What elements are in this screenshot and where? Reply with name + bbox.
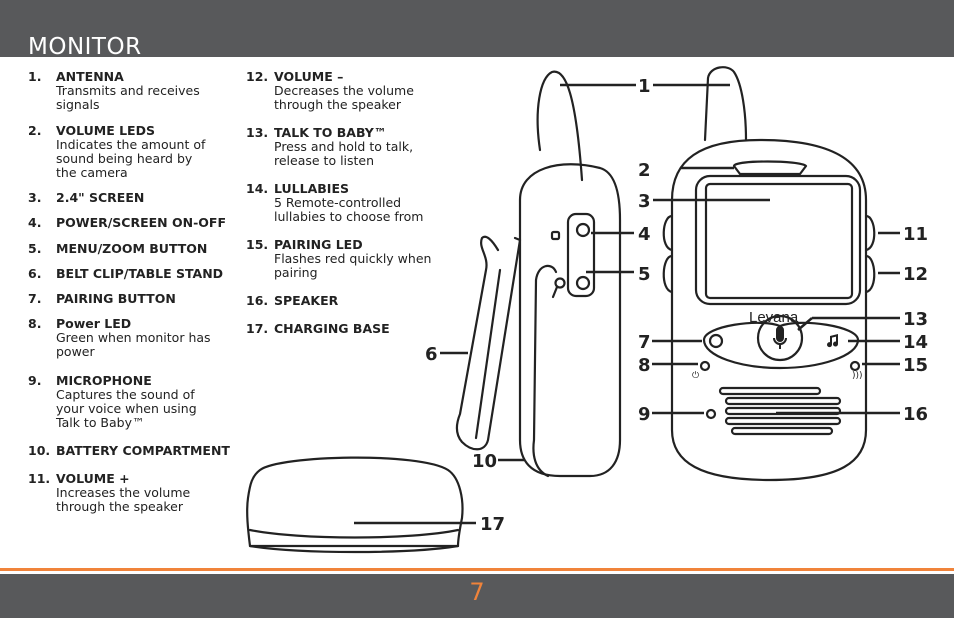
callout-16: 16 <box>903 404 928 425</box>
callout-2: 2 <box>638 160 651 181</box>
item-title: ANTENNA <box>56 69 124 84</box>
item-description: Decreases the volume through the speaker <box>274 83 414 112</box>
item-number: 13. <box>246 125 269 140</box>
callout-6: 6 <box>425 344 438 365</box>
item-title: BATTERY COMPARTMENT <box>56 443 230 458</box>
item-title: MICROPHONE <box>56 373 152 388</box>
item-number: 1. <box>28 69 42 84</box>
side-led-small <box>550 230 561 241</box>
item-number: 8. <box>28 316 42 331</box>
speaker-grille <box>718 386 842 436</box>
item-number: 5. <box>28 241 42 256</box>
volume-minus-button <box>864 254 876 294</box>
item-description: Increases the volume through the speaker <box>56 485 191 514</box>
side-button-panel <box>566 212 596 298</box>
signal-icon: ))) <box>852 371 863 381</box>
callout-14: 14 <box>903 332 928 353</box>
item-title: MENU/ZOOM BUTTON <box>56 241 208 256</box>
item-title: LULLABIES <box>274 181 349 196</box>
callout-10: 10 <box>472 451 497 472</box>
item-title: TALK TO BABY™ <box>274 125 387 140</box>
item-description: Press and hold to talk, release to liste… <box>274 139 414 168</box>
item-title: VOLUME LEDS <box>56 123 155 138</box>
footer-divider <box>0 568 954 571</box>
item-description: Flashes red quickly when pairing <box>274 251 432 280</box>
section-title: MONITOR <box>28 34 142 60</box>
callout-1: 1 <box>638 76 651 97</box>
power-led <box>699 360 711 372</box>
page-footer: 7 <box>0 574 954 618</box>
item-title: VOLUME – <box>274 69 344 84</box>
item-number: 2. <box>28 123 42 138</box>
item-number: 17. <box>246 321 269 336</box>
side-power-button <box>575 222 591 238</box>
item-number: 9. <box>28 373 42 388</box>
music-note-icon <box>827 334 839 348</box>
item-title: PAIRING LED <box>274 237 363 252</box>
page-header: MONITOR <box>0 0 954 60</box>
belt-clip <box>455 235 522 451</box>
callout-7: 7 <box>638 332 651 353</box>
item-title: PAIRING BUTTON <box>56 291 176 306</box>
side-pairing-key <box>554 277 566 289</box>
front-body <box>670 138 868 482</box>
item-number: 11. <box>28 471 51 486</box>
item-number: 7. <box>28 291 42 306</box>
item-number: 15. <box>246 237 269 252</box>
callout-5: 5 <box>638 264 651 285</box>
item-description: Captures the sound of your voice when us… <box>56 387 197 430</box>
item-description: Transmits and receives signals <box>56 83 200 112</box>
callout-15: 15 <box>903 355 928 376</box>
screen <box>704 182 854 300</box>
side-menu-button <box>575 275 591 291</box>
callout-13: 13 <box>903 309 928 330</box>
microphone <box>705 408 717 420</box>
pairing-led <box>849 360 861 372</box>
side-antenna <box>536 70 584 182</box>
item-title: Power LED <box>56 316 132 331</box>
talk-to-baby-button <box>756 314 804 362</box>
item-number: 12. <box>246 69 269 84</box>
item-number: 6. <box>28 266 42 281</box>
volume-leds-bar <box>732 160 808 176</box>
side-body <box>518 163 622 478</box>
callout-17: 17 <box>480 514 505 535</box>
power-symbol-icon: ⏻ <box>692 370 699 381</box>
item-number: 4. <box>28 215 42 230</box>
callout-3: 3 <box>638 191 651 212</box>
pairing-button <box>708 333 724 349</box>
callout-12: 12 <box>903 264 928 285</box>
item-number: 3. <box>28 190 42 205</box>
item-number: 16. <box>246 293 269 308</box>
item-description: Green when monitor has power <box>56 330 211 359</box>
item-title: POWER/SCREEN ON-OFF <box>56 215 226 230</box>
item-description: 5 Remote-controlled lullabies to choose … <box>274 195 424 224</box>
item-title: VOLUME + <box>56 471 130 486</box>
callout-4: 4 <box>638 224 651 245</box>
side-body-inner <box>532 264 558 478</box>
item-title: BELT CLIP/TABLE STAND <box>56 266 224 281</box>
microphone-icon <box>772 326 788 349</box>
screen-bezel <box>694 174 862 306</box>
page-number: 7 <box>469 578 485 606</box>
item-description: Indicates the amount of sound being hear… <box>56 137 206 180</box>
callout-9: 9 <box>638 404 651 425</box>
item-number: 10. <box>28 443 51 458</box>
item-title: CHARGING BASE <box>274 321 390 336</box>
callout-8: 8 <box>638 355 651 376</box>
callout-11: 11 <box>903 224 928 245</box>
volume-plus-button <box>864 214 876 252</box>
charging-base <box>246 456 464 548</box>
item-title: 2.4" SCREEN <box>56 190 145 205</box>
front-antenna <box>703 66 748 142</box>
brand-logo: Levana <box>749 309 799 326</box>
item-number: 14. <box>246 181 269 196</box>
item-title: SPEAKER <box>274 293 339 308</box>
